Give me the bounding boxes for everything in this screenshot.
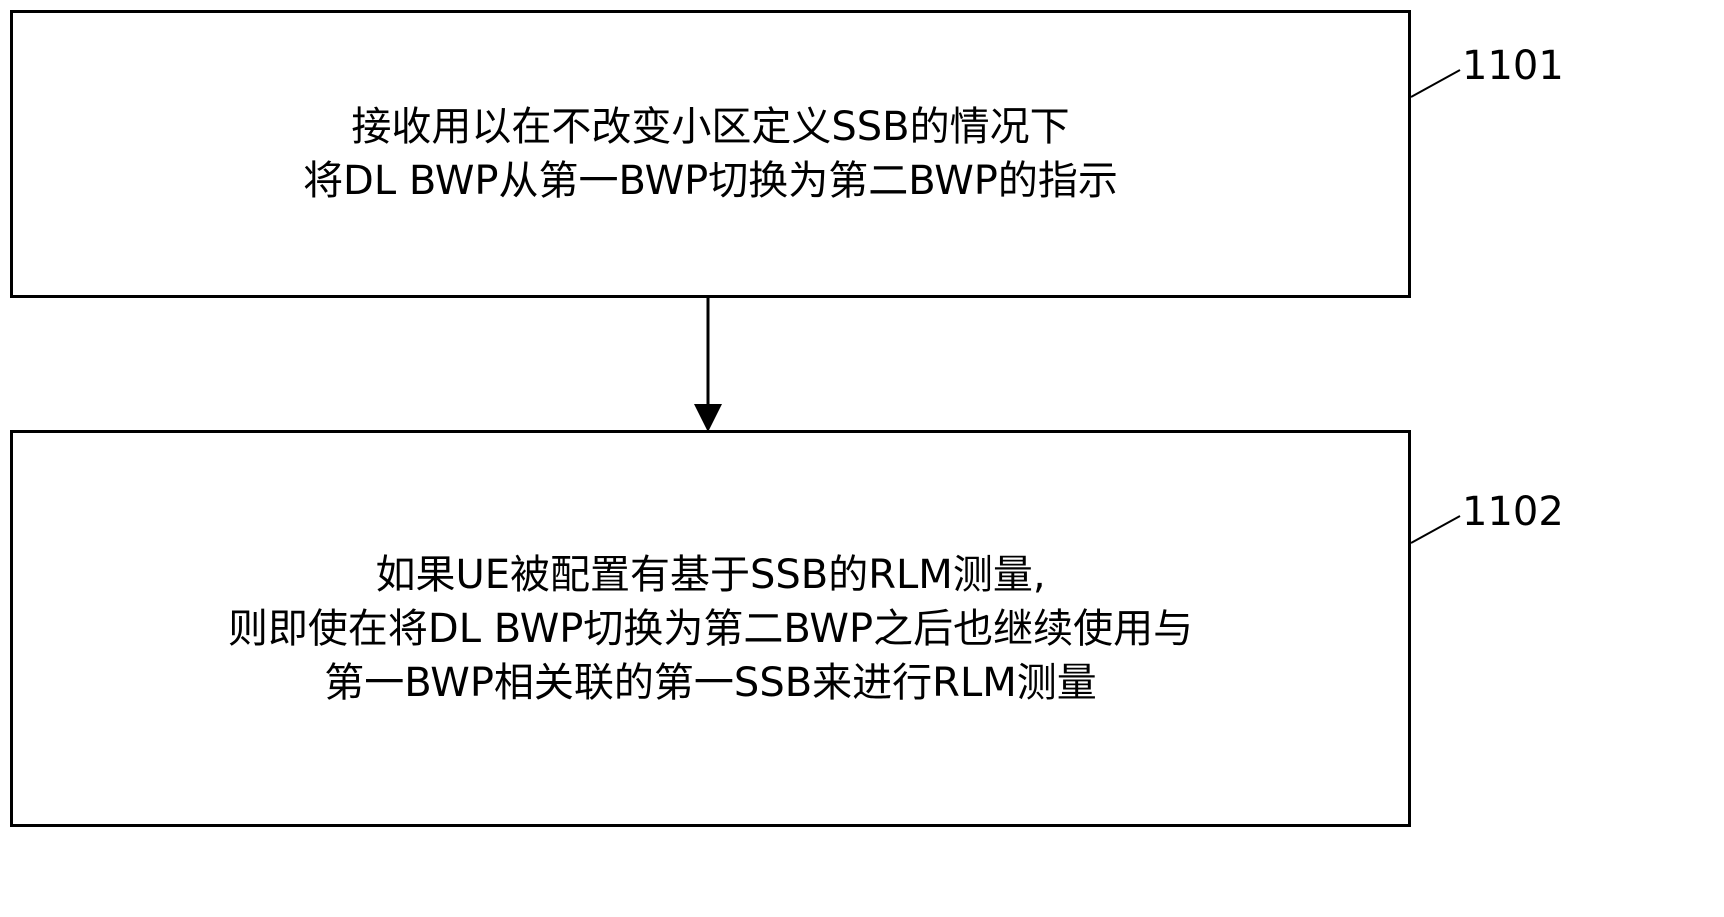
step-number-1101: 1101 bbox=[1462, 43, 1564, 89]
step-number-1102: 1102 bbox=[1462, 489, 1564, 535]
step-box-1102: 如果UE被配置有基于SSB的RLM测量, 则即使在将DL BWP切换为第二BWP… bbox=[10, 430, 1411, 827]
step-1101-text-line-1: 接收用以在不改变小区定义SSB的情况下 bbox=[351, 104, 1070, 150]
leader-line-1101 bbox=[1410, 69, 1461, 98]
flow-arrow-head bbox=[694, 404, 722, 432]
step-1102-text-line-3: 第一BWP相关联的第一SSB来进行RLM测量 bbox=[324, 659, 1097, 706]
step-1101-text-line-2: 将DL BWP从第一BWP切换为第二BWP的指示 bbox=[303, 158, 1118, 204]
step-box-1101: 接收用以在不改变小区定义SSB的情况下 将DL BWP从第一BWP切换为第二BW… bbox=[10, 10, 1411, 298]
leader-line-1102 bbox=[1410, 515, 1461, 544]
step-1102-text-line-1: 如果UE被配置有基于SSB的RLM测量, bbox=[375, 551, 1046, 598]
step-1102-text-line-2: 则即使在将DL BWP切换为第二BWP之后也继续使用与 bbox=[227, 605, 1194, 652]
